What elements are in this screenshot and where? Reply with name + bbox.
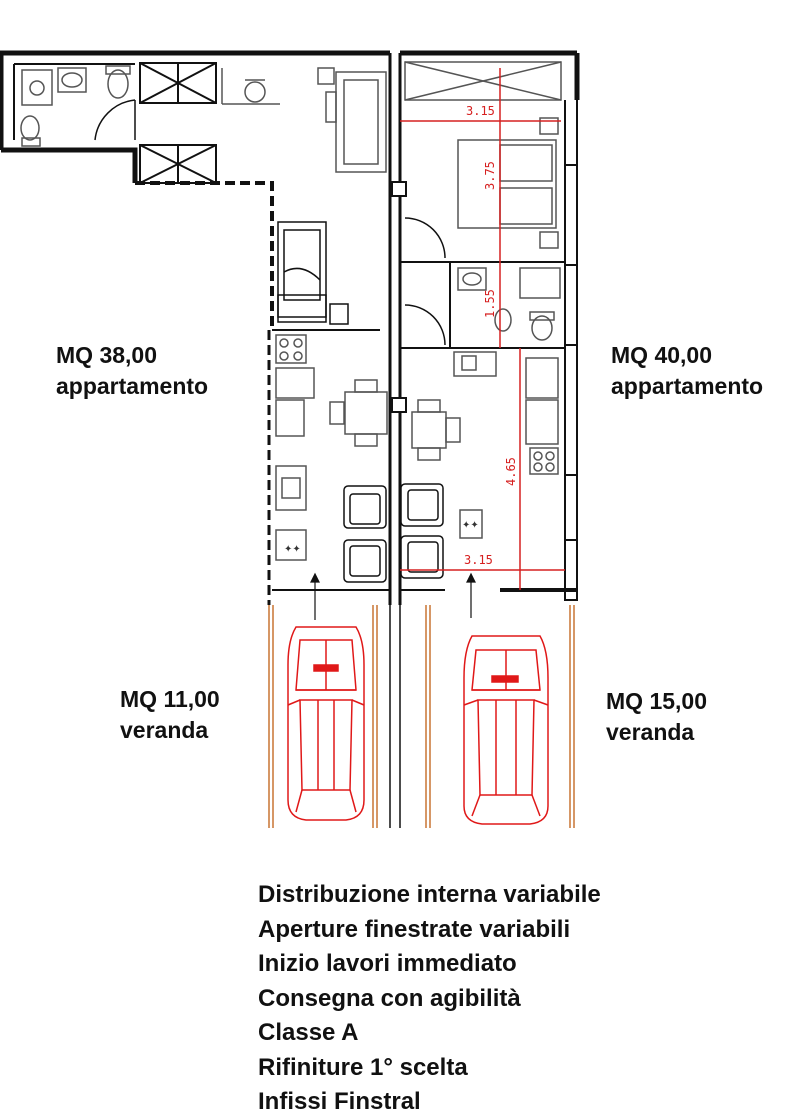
left-bathtub — [277, 221, 349, 325]
left-bathroom-fixtures — [20, 65, 136, 147]
right-apartment-type: appartamento — [611, 373, 764, 399]
right-bathroom — [457, 267, 561, 341]
dim-bedroom-depth: 3.75 — [483, 161, 497, 190]
entry-arrows — [310, 572, 476, 620]
right-veranda-area: MQ 15,00 — [606, 688, 707, 714]
feature-item: Distribuzione interna variabile — [258, 881, 601, 908]
left-veranda-type: veranda — [120, 717, 209, 743]
stair-shafts — [139, 62, 217, 184]
parking-divider — [389, 605, 401, 828]
parking-lines — [268, 605, 575, 828]
dimension-lines — [400, 68, 565, 590]
floor-plan: ✦✦ — [0, 50, 580, 828]
right-armchairs — [400, 483, 444, 579]
features-list: Distribuzione interna variabile Aperture… — [258, 878, 601, 1120]
right-apartment-walls — [391, 50, 580, 605]
feature-item: Consegna con agibilità — [258, 984, 521, 1012]
left-apartment-area: MQ 38,00 — [56, 342, 157, 368]
left-apartment-walls — [0, 50, 392, 605]
feature-item: Infissi Finstral — [258, 1088, 421, 1115]
left-armchairs — [343, 485, 387, 583]
right-kitchen: ✦✦ — [453, 351, 559, 539]
left-bedroom-furniture — [221, 67, 387, 173]
left-apartment-type: appartamento — [56, 373, 209, 399]
feature-item: Classe A — [258, 1019, 359, 1046]
right-veranda-type: veranda — [606, 719, 695, 745]
left-apartment-label: MQ 38,00 appartamento — [56, 340, 208, 402]
car-left-icon — [287, 626, 365, 821]
left-veranda-label: MQ 11,00 veranda — [120, 684, 220, 746]
car-right-icon — [463, 635, 549, 825]
right-bedroom — [404, 61, 562, 249]
dim-living-depth: 4.65 — [504, 457, 518, 486]
right-apartment-area: MQ 40,00 — [611, 342, 712, 368]
svg-text:✦✦: ✦✦ — [284, 544, 301, 555]
svg-text:✦✦: ✦✦ — [462, 520, 479, 531]
right-veranda-label: MQ 15,00 veranda — [606, 686, 707, 748]
feature-item: Inizio lavori immediato — [258, 950, 517, 977]
right-apartment-label: MQ 40,00 appartamento — [611, 340, 763, 402]
left-kitchen: ✦✦ — [275, 334, 315, 561]
feature-item: Rifiniture 1° scelta — [258, 1053, 468, 1081]
dim-bedroom-width: 3.15 — [466, 104, 495, 118]
feature-item: Aperture finestrate variabili — [258, 915, 571, 943]
dim-living-width: 3.15 — [464, 553, 493, 567]
dim-bathroom-depth: 1.55 — [483, 289, 497, 318]
left-dining-table — [329, 379, 388, 447]
right-dining-table — [411, 399, 461, 461]
left-veranda-area: MQ 11,00 — [120, 686, 220, 712]
